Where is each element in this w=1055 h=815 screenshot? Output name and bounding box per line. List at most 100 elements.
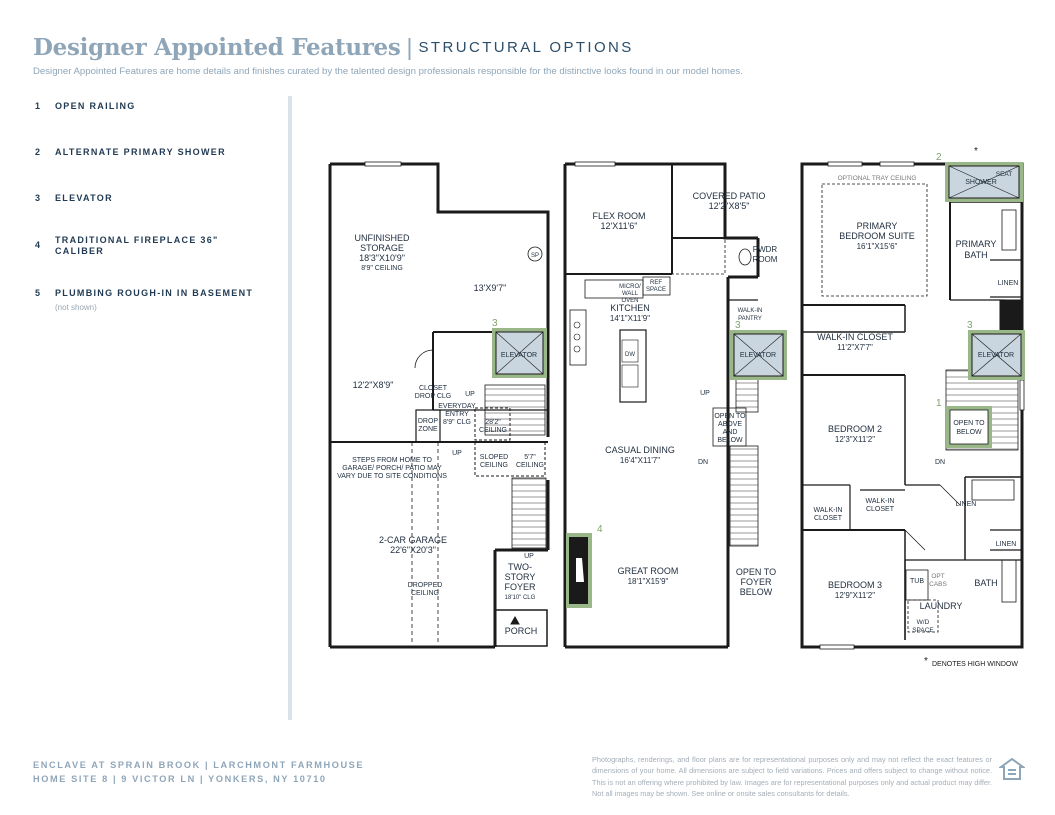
primary-bedroom-label-2: BEDROOM SUITE xyxy=(839,231,915,241)
entry-label: EVERYDAY xyxy=(438,403,476,410)
main-level-plan xyxy=(563,161,760,649)
dining-dim: 16'4"X11'7" xyxy=(620,456,660,465)
micro-label-2: WALL xyxy=(622,291,639,297)
sloped-label-2: CEILING xyxy=(480,462,508,469)
high-window-asterisk: * xyxy=(974,146,978,157)
steps-note: STEPS FROM HOME TO xyxy=(352,457,432,464)
primary-bath-label-2: BATH xyxy=(964,250,987,260)
linen-label-1: LINEN xyxy=(998,280,1019,287)
open-foyer-label-2: FOYER xyxy=(740,577,772,587)
lower-level-plan xyxy=(328,161,550,649)
shower-label: SHOWER xyxy=(965,179,997,186)
legend-high-window: DENOTES HIGH WINDOW xyxy=(932,661,1018,668)
open-above-label-4: BELOW xyxy=(717,437,743,444)
closet-label: CLOSET xyxy=(419,385,448,392)
bath-label: BATH xyxy=(974,578,997,588)
bedroom2-label: BEDROOM 2 xyxy=(828,424,882,434)
open-below-label: OPEN TO xyxy=(953,420,985,427)
lower-level-labels: UNFINISHED STORAGE 18'3"X10'9" 8'9" CEIL… xyxy=(337,233,544,636)
up-label-2: UP xyxy=(452,450,462,457)
patio-dim: 12'2"X8'5" xyxy=(709,201,750,211)
page-title: Designer Appointed Features xyxy=(33,34,401,61)
kitchen-label: KITCHEN xyxy=(610,303,650,313)
dn-label-main: DN xyxy=(698,459,708,466)
opt-cabs-label: OPT xyxy=(931,573,944,580)
drop-zone-label: DROP xyxy=(418,418,439,425)
main-level-labels: FLEX ROOM 12'X11'6" COVERED PATIO 12'2"X… xyxy=(592,191,777,597)
linen-label-2: LINEN xyxy=(956,501,977,508)
flex-label: FLEX ROOM xyxy=(592,211,645,221)
ceiling-5-label-2: CEILING xyxy=(516,462,544,469)
elevator-label-lower: ELEVATOR xyxy=(501,352,537,359)
ref-label: REF xyxy=(650,280,662,286)
open-above-label: OPEN TO xyxy=(714,413,746,420)
elevator-label-main: ELEVATOR xyxy=(740,352,776,359)
option-number: 1 xyxy=(35,101,42,111)
bedroom2-dim: 12'3"X11'2" xyxy=(835,435,875,444)
upper-level-labels: OPTIONAL TRAY CEILING PRIMARY BEDROOM SU… xyxy=(814,171,1019,634)
walkin-closet-label: WALK-IN CLOSET xyxy=(817,332,893,342)
footer-community: ENCLAVE AT SPRAIN BROOK | LARCHMONT FARM… xyxy=(33,760,365,770)
open-railing xyxy=(949,409,989,445)
foyer-label-2: STORY xyxy=(505,572,536,582)
ref-label-2: SPACE xyxy=(646,287,666,293)
walkin-closet-3-label: WALK-IN xyxy=(866,498,895,505)
wd-label: W/D xyxy=(917,619,930,626)
storage-label: UNFINISHED xyxy=(354,233,410,243)
storage-label-2: STORAGE xyxy=(360,243,404,253)
option-label: ELEVATOR xyxy=(55,193,113,203)
up-label-main: UP xyxy=(700,390,710,397)
drop-zone-label-2: ZONE xyxy=(418,426,438,433)
up-label: UP xyxy=(465,391,475,398)
sloped-label: SLOPED xyxy=(480,454,508,461)
vertical-divider xyxy=(288,96,292,720)
marker-shower: 2 xyxy=(936,152,942,163)
kitchen-dim: 14'1"X11'9" xyxy=(610,314,650,323)
option-number: 3 xyxy=(35,193,42,203)
pwdr-label: PWDR xyxy=(753,245,778,254)
option-label: ALTERNATE PRIMARY SHOWER xyxy=(55,147,226,157)
option-label: TRADITIONAL FIREPLACE 36" CALIBER xyxy=(55,235,219,256)
patio-label: COVERED PATIO xyxy=(693,191,766,201)
up-label-3: UP xyxy=(524,553,534,560)
seat-label: SEAT xyxy=(996,171,1013,178)
dropped-label: DROPPED xyxy=(408,582,443,589)
legend-asterisk: * xyxy=(924,656,928,667)
ceiling-28-label: 28'2" xyxy=(485,419,501,426)
pwdr-label-2: ROOM xyxy=(753,255,778,264)
option-number: 2 xyxy=(35,147,42,157)
pantry-label: WALK-IN xyxy=(738,308,763,314)
bedroom3-dim: 12'9"X11'2" xyxy=(835,591,875,600)
storage-dim: 18'3"X10'9" xyxy=(359,253,405,263)
foyer-label-3: FOYER xyxy=(504,582,536,592)
walkin-closet-2-label-2: CLOSET xyxy=(814,515,843,522)
marker-elevator-upper: 3 xyxy=(967,320,973,331)
marker-elevator-lower: 3 xyxy=(492,318,498,329)
sp-label: SP xyxy=(531,253,539,259)
option-note: (not shown) xyxy=(55,303,97,312)
intro-text: Designer Appointed Features are home det… xyxy=(33,66,743,77)
dw-label: DW xyxy=(625,352,635,358)
elevator-label-upper: ELEVATOR xyxy=(978,352,1014,359)
entry-clg: 8'9" CLG xyxy=(443,419,471,426)
ceiling-28-label-2: CEILING xyxy=(479,427,507,434)
micro-label: MICRO/ xyxy=(619,284,641,290)
tray-ceiling-label: OPTIONAL TRAY CEILING xyxy=(838,175,917,182)
micro-label-3: OVEN xyxy=(621,298,638,304)
page-subtitle: STRUCTURAL OPTIONS xyxy=(418,39,634,56)
tub-label: TUB xyxy=(910,578,924,585)
marker-railing: 1 xyxy=(936,398,942,409)
marker-fireplace: 4 xyxy=(597,524,603,535)
open-foyer-label: OPEN TO xyxy=(736,567,776,577)
option-number: 5 xyxy=(35,288,42,298)
flex-dim: 12'X11'6" xyxy=(601,221,638,231)
option-number: 4 xyxy=(35,240,42,250)
foyer-clg: 18'10" CLG xyxy=(505,595,536,601)
open-above-label-2: ABOVE xyxy=(718,421,742,428)
walkin-closet-3-label-2: CLOSET xyxy=(866,506,895,513)
open-foyer-label-3: BELOW xyxy=(740,587,773,597)
steps-note-3: VARY DUE TO SITE CONDITIONS xyxy=(337,473,447,480)
walkin-closet-2-label: WALK-IN xyxy=(814,507,843,514)
walkin-closet-dim: 11'2"X7'7" xyxy=(837,343,873,352)
option-label: PLUMBING ROUGH-IN IN BASEMENT xyxy=(55,288,254,298)
